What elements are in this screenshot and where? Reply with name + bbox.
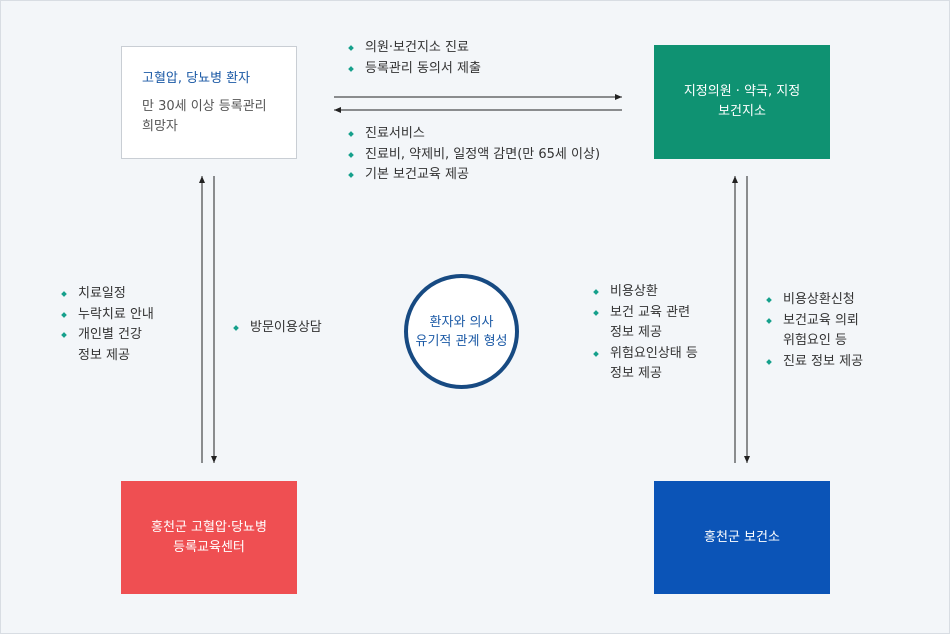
list-item-text-cont: 위험요인 등 — [783, 333, 847, 348]
clinic-box: 지정의원 · 약국, 지정 보건지소 — [654, 45, 830, 159]
list-item-text: 진료 정보 제공 — [783, 353, 864, 369]
list-item: 기본 보건교육 제공 — [345, 165, 600, 186]
patient-title: 고혈압, 당뇨병 환자 — [142, 70, 251, 86]
list-item-text: 개인별 건강 — [78, 327, 142, 342]
list-item: 진료비, 약제비, 일정액 감면(만 65세 이상) — [345, 145, 600, 166]
list-item: 의원·보건지소 진료 — [345, 38, 481, 59]
list-item-text: 누락치료 안내 — [78, 306, 154, 322]
clinic-line1: 지정의원 · 약국, 지정 — [683, 84, 801, 99]
list-patient-to-clinic: 의원·보건지소 진료 등록관리 동의서 제출 — [345, 38, 481, 79]
list-patient-to-center: 방문이용상담 — [230, 318, 322, 339]
patient-box: 고혈압, 당뇨병 환자 만 30세 이상 등록관리 희망자 — [121, 46, 297, 159]
list-item-text: 치료일정 — [78, 286, 126, 301]
list-item: 등록관리 동의서 제출 — [345, 59, 481, 80]
circle-line1: 환자와 의사 — [429, 314, 494, 330]
clinic-line2: 보건지소 — [718, 104, 766, 119]
list-item: 비용상환 — [590, 282, 698, 303]
list-clinic-to-patient: 진료서비스 진료비, 약제비, 일정액 감면(만 65세 이상) 기본 보건교육… — [345, 124, 600, 186]
circle-line2: 유기적 관계 형성 — [415, 333, 508, 349]
list-item: 치료일정 — [58, 284, 154, 305]
list-item: 방문이용상담 — [230, 318, 322, 339]
health-line1: 홍천군 보건소 — [704, 529, 780, 545]
center-line1: 홍천군 고혈압·당뇨병 — [151, 519, 267, 535]
patient-desc-line1: 만 30세 이상 등록관리 — [142, 98, 267, 114]
list-item: 누락치료 안내 — [58, 305, 154, 326]
list-item-text: 비용상환신청 — [783, 292, 855, 307]
health-center-box: 홍천군 보건소 — [654, 481, 830, 594]
list-item-text: 위험요인상태 등 — [610, 345, 698, 361]
list-item-text: 보건교육 의뢰 — [783, 312, 859, 328]
list-item: 비용상환신청 — [763, 290, 863, 311]
center-line2: 등록교육센터 — [173, 539, 245, 555]
list-item: 진료서비스 — [345, 124, 600, 145]
education-center-box: 홍천군 고혈압·당뇨병 등록교육센터 — [121, 481, 297, 594]
list-item-text-cont: 정보 제공 — [78, 347, 130, 363]
list-item-text-cont: 정보 제공 — [610, 325, 662, 340]
relationship-circle: 환자와 의사 유기적 관계 형성 — [404, 274, 519, 389]
list-item-text: 비용상환 — [610, 284, 658, 299]
list-item: 진료 정보 제공 — [763, 352, 863, 373]
patient-desc-line2: 희망자 — [142, 118, 178, 134]
list-item-text-cont: 정보 제공 — [610, 366, 662, 381]
list-item-text: 보건 교육 관련 — [610, 304, 691, 320]
